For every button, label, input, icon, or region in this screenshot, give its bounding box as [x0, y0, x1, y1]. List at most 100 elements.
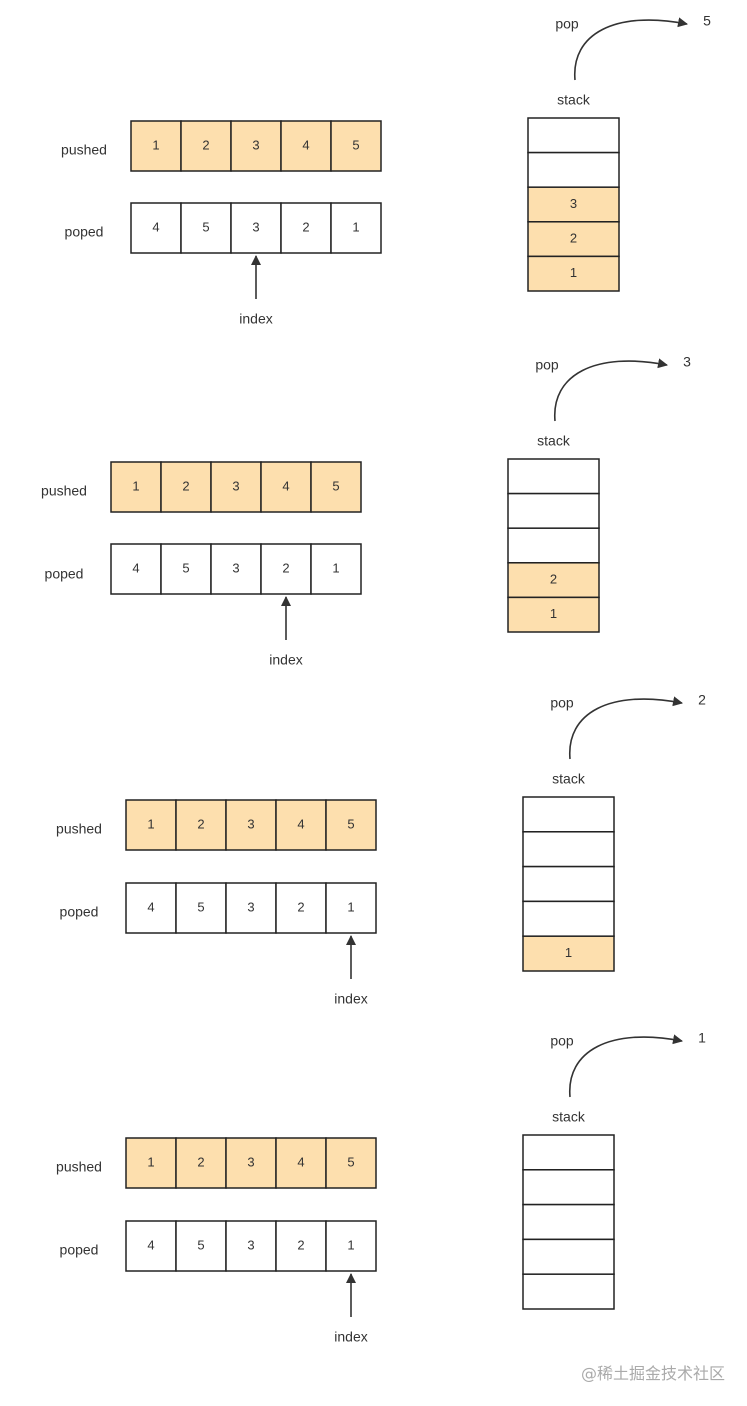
poped-cell-value: 2	[297, 1237, 304, 1252]
poped-cell	[330, 202, 382, 254]
poped-cell-value: 1	[332, 560, 339, 575]
stack-slot	[522, 1238, 615, 1275]
stack-slot	[522, 935, 615, 972]
stack-slot	[522, 1273, 615, 1310]
poped-cell-value: 5	[182, 560, 189, 575]
poped-cell	[275, 1220, 327, 1272]
popped-value: 1	[698, 1030, 706, 1046]
stack-slot	[522, 831, 615, 868]
pushed-cell-value: 5	[352, 137, 359, 152]
pushed-cell	[110, 461, 162, 513]
stack-label: stack	[552, 771, 586, 787]
pushed-cell	[175, 799, 227, 851]
pushed-cell-value: 4	[302, 137, 309, 152]
poped-cell-value: 5	[202, 219, 209, 234]
pushed-cell	[330, 120, 382, 172]
poped-cell	[125, 882, 177, 934]
poped-cell	[130, 202, 182, 254]
popped-value: 3	[683, 354, 691, 370]
poped-cell	[110, 543, 162, 595]
pushed-cell	[125, 799, 177, 851]
stack-slot	[507, 458, 600, 495]
poped-label: poped	[60, 1242, 99, 1258]
pushed-cell-value: 3	[247, 1154, 254, 1169]
stack-slot	[507, 527, 600, 564]
pushed-cell-value: 1	[132, 478, 139, 493]
pushed-cell-value: 4	[297, 1154, 304, 1169]
stack-label: stack	[537, 433, 571, 449]
pushed-cell-value: 4	[297, 816, 304, 831]
index-label: index	[334, 991, 367, 1007]
stack-item-value: 2	[570, 231, 577, 246]
index-label: index	[334, 1329, 367, 1345]
poped-cell-value: 5	[197, 1237, 204, 1252]
stack-item-value: 2	[550, 572, 557, 587]
poped-cell	[160, 543, 212, 595]
stack-slot	[522, 796, 615, 833]
stack-slot	[527, 151, 620, 188]
pushed-cell-value: 1	[147, 1154, 154, 1169]
poped-cell	[175, 882, 227, 934]
poped-cell-value: 4	[152, 219, 159, 234]
index-label: index	[269, 652, 302, 668]
pushed-cell	[160, 461, 212, 513]
pushed-cell-value: 2	[182, 478, 189, 493]
pop-arrow	[569, 696, 683, 760]
pushed-cell-value: 3	[232, 478, 239, 493]
stack-slot	[507, 562, 600, 599]
stack-item-value: 1	[550, 606, 557, 621]
poped-cell-value: 4	[147, 899, 154, 914]
poped-cell	[210, 543, 262, 595]
pushed-cell	[310, 461, 362, 513]
poped-cell-value: 5	[197, 899, 204, 914]
pop-arrow	[569, 1034, 683, 1098]
pop-label: pop	[555, 16, 579, 32]
stack-item-value: 1	[565, 945, 572, 960]
stack-slot	[527, 117, 620, 154]
popped-value: 5	[703, 13, 711, 29]
watermark: @稀土掘金技术社区	[580, 1364, 725, 1383]
pushed-label: pushed	[61, 142, 107, 158]
poped-cell-value: 1	[352, 219, 359, 234]
poped-cell	[280, 202, 332, 254]
pushed-cell	[180, 120, 232, 172]
poped-cell-value: 3	[232, 560, 239, 575]
pushed-cell	[325, 1137, 377, 1189]
stack-item-value: 3	[570, 196, 577, 211]
pushed-cell-value: 1	[152, 137, 159, 152]
poped-cell	[310, 543, 362, 595]
stack-slot	[507, 492, 600, 529]
pushed-cell	[130, 120, 182, 172]
stack-slot	[507, 596, 600, 633]
poped-label: poped	[45, 566, 84, 582]
stack-slot	[527, 221, 620, 258]
poped-cell	[225, 882, 277, 934]
poped-cell	[225, 1220, 277, 1272]
popped-value: 2	[698, 692, 706, 708]
poped-cell	[325, 882, 377, 934]
pushed-cell-value: 4	[282, 478, 289, 493]
poped-cell-value: 3	[252, 219, 259, 234]
poped-cell-value: 2	[297, 899, 304, 914]
pushed-cell-value: 3	[252, 137, 259, 152]
poped-cell	[175, 1220, 227, 1272]
pushed-cell-value: 2	[197, 1154, 204, 1169]
poped-cell-value: 2	[302, 219, 309, 234]
stack-slot	[522, 1203, 615, 1241]
pushed-cell-value: 2	[202, 137, 209, 152]
pop-arrow	[554, 358, 668, 422]
stack-slot	[527, 255, 620, 292]
pushed-cell-value: 5	[347, 1154, 354, 1169]
pop-label: pop	[550, 1033, 574, 1049]
stack-label: stack	[557, 92, 591, 108]
pushed-cell	[175, 1137, 227, 1189]
pushed-cell	[225, 1137, 277, 1189]
poped-cell-value: 1	[347, 899, 354, 914]
pop-label: pop	[550, 695, 574, 711]
stack-slot	[522, 900, 615, 937]
pop-arrow	[574, 17, 688, 81]
